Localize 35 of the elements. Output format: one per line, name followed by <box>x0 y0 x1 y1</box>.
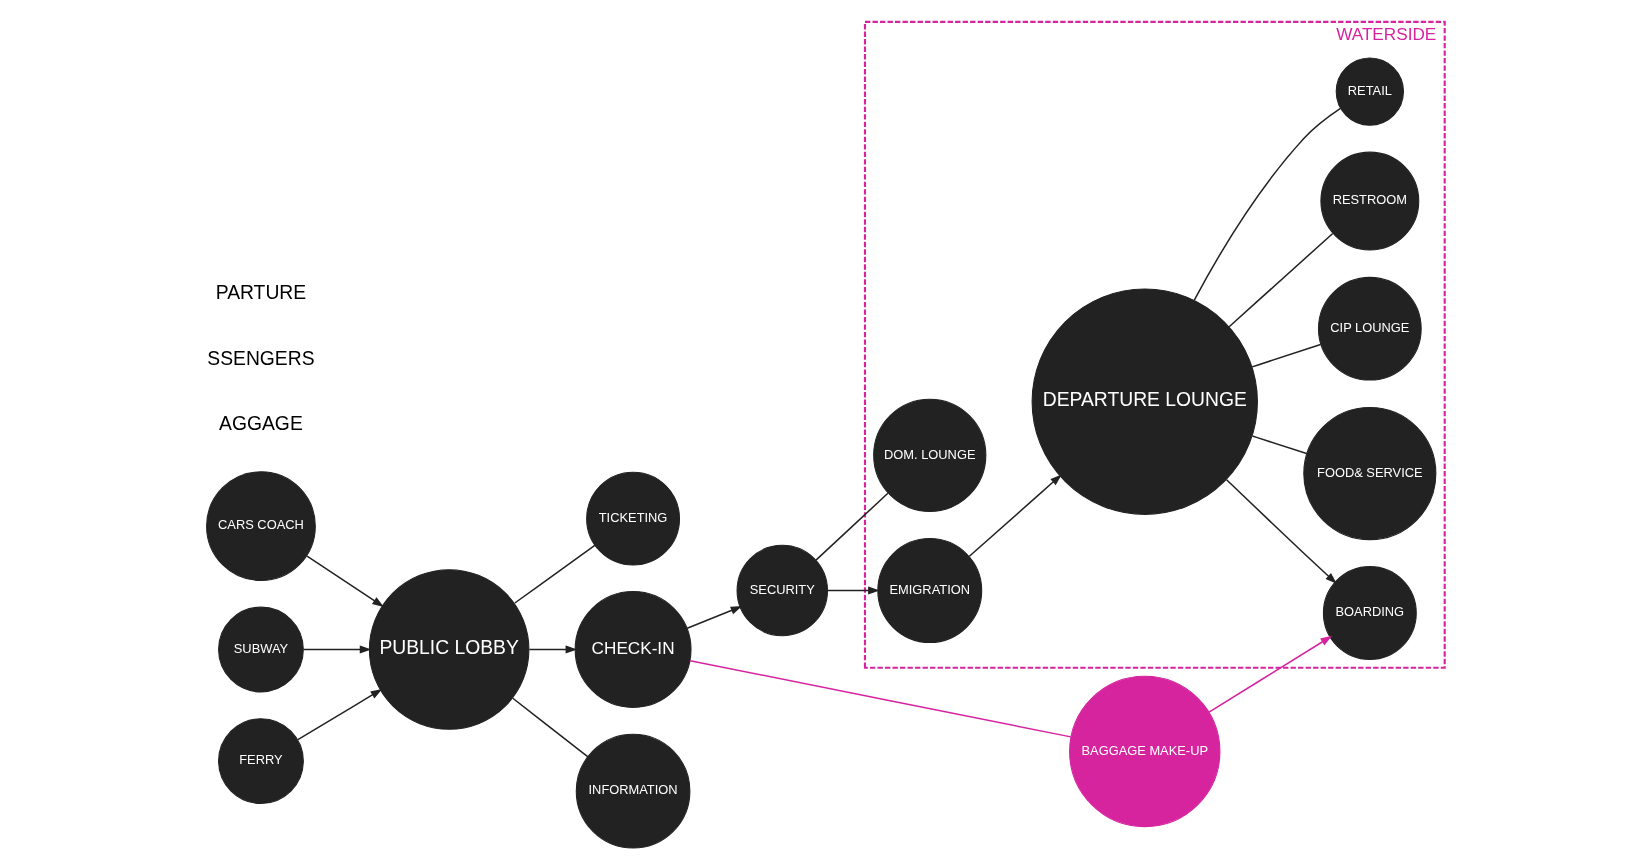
arrow <box>528 644 578 654</box>
arrow <box>1208 635 1333 713</box>
node-circle: SECURITY <box>736 544 829 636</box>
node-circle: DOM. LOUNGE <box>873 398 987 512</box>
arrow <box>303 644 372 654</box>
arrow <box>306 554 384 607</box>
connector <box>815 492 889 561</box>
label: AGGAGE <box>219 412 303 434</box>
arrow <box>297 688 383 740</box>
node-circle: FOOD& SERVICE <box>1303 406 1437 540</box>
connector <box>1251 343 1322 368</box>
connector <box>689 659 1072 738</box>
node-circle: FERRY <box>218 717 304 804</box>
arrow <box>968 473 1062 557</box>
node-circle: DEPARTURE LOUNGE <box>1031 288 1258 515</box>
node-circle: CHECK-IN <box>574 590 692 708</box>
node-circle: CIP LOUNGE <box>1317 276 1422 381</box>
node-circle: TICKETING <box>586 471 681 566</box>
arrow <box>827 585 880 595</box>
arrow <box>686 605 743 629</box>
node-circle: EMIGRATION <box>877 537 983 643</box>
node-circle: CARS COACH <box>206 470 316 581</box>
arrow <box>1225 478 1337 584</box>
node-circle: SUBWAY <box>218 606 304 692</box>
connector <box>512 697 589 758</box>
connector <box>1193 107 1342 301</box>
label: PARTURE <box>215 281 307 303</box>
label: SSENGERS <box>207 347 315 369</box>
node-circle: INFORMATION <box>575 733 691 848</box>
connector <box>1251 434 1308 454</box>
connector <box>514 543 596 604</box>
node-circle: BAGGAGE MAKE-UP <box>1069 675 1221 827</box>
connector <box>1228 232 1334 327</box>
node-circle: RETAIL <box>1335 56 1404 126</box>
node-circle: RESTROOM <box>1320 151 1420 250</box>
